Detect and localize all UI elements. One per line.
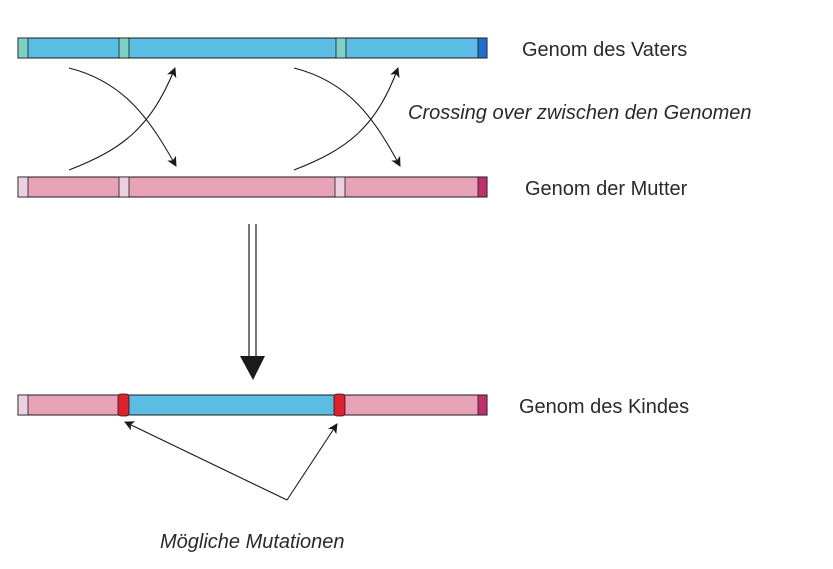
crossing-over-label: Crossing over zwischen den Genomen: [408, 102, 752, 124]
mother-band-2: [334, 176, 346, 198]
mutation-arrow-right: [286, 423, 338, 501]
crossover-arrow-left-up: [68, 67, 177, 171]
father-chromosome-body: [17, 37, 488, 59]
father-left-tip: [17, 37, 29, 59]
child-genome-label: Genom des Kindes: [519, 396, 689, 418]
inheritance-arrow: [240, 224, 265, 380]
father-chromosome: [17, 37, 488, 59]
mother-band-1: [118, 176, 130, 198]
father-band-2: [335, 37, 347, 59]
mother-left-tip: [17, 176, 29, 198]
inheritance-arrow-head: [240, 356, 265, 380]
father-band-1: [118, 37, 130, 59]
crossover-arrows: [68, 67, 401, 171]
child-segment-father-middle: [124, 394, 339, 416]
child-mutation-band-1: [117, 393, 130, 417]
mother-genome-label: Genom der Mutter: [525, 178, 688, 200]
mother-chromosome-body: [17, 176, 488, 198]
father-genome-label: Genom des Vaters: [522, 39, 687, 61]
child-mutation-band-2: [333, 393, 346, 417]
mother-chromosome: [17, 176, 488, 198]
mutation-arrows: [124, 421, 338, 501]
crossover-arrow-right-down: [293, 67, 401, 167]
mother-right-tip: [477, 176, 488, 198]
child-chromosome: [17, 393, 488, 417]
mutations-label: Mögliche Mutationen: [160, 531, 345, 553]
child-left-tip: [17, 394, 29, 416]
crossover-arrow-right-up: [293, 67, 400, 171]
mutation-arrow-left: [124, 421, 288, 501]
child-segment-mother-left: [17, 394, 126, 416]
child-segment-mother-right: [337, 394, 488, 416]
father-right-tip: [477, 37, 488, 59]
crossover-arrow-left-down: [68, 67, 177, 167]
child-right-tip: [477, 394, 488, 416]
